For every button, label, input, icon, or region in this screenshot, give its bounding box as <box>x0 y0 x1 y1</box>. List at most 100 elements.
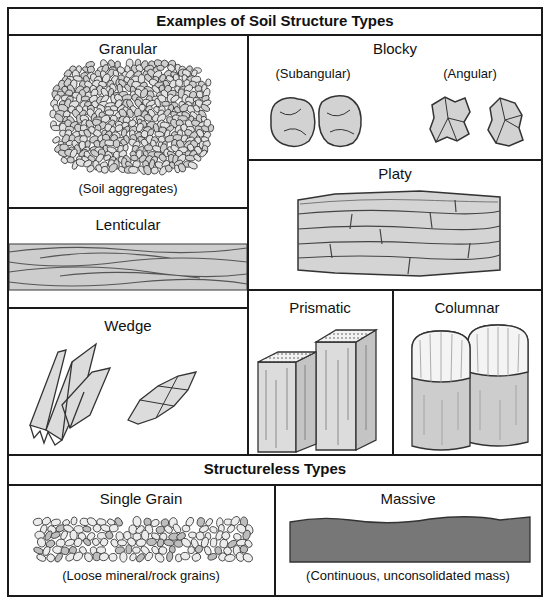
pebble <box>36 553 47 562</box>
plate-layers <box>298 210 500 259</box>
prism-front <box>258 362 296 452</box>
pebble <box>135 552 146 563</box>
plate-cracks <box>330 200 470 274</box>
structure-cell: Wedge <box>7 307 249 456</box>
heading-text: Single Grain <box>100 490 183 508</box>
prism-streaks <box>266 345 366 448</box>
pebble <box>45 552 56 563</box>
structure-cell: Single Grain (Loose mineral/rock grains) <box>7 484 276 597</box>
heading-text: Granular <box>99 40 157 58</box>
prism-front <box>316 342 356 450</box>
pebble <box>210 538 217 547</box>
column-body <box>468 325 528 446</box>
pebble <box>129 553 137 562</box>
pebble <box>187 546 194 554</box>
pebble <box>147 538 157 546</box>
pebble <box>108 553 117 562</box>
platy-stack <box>298 191 500 276</box>
lens-lines <box>9 247 247 286</box>
single-grains <box>33 515 255 564</box>
pebble <box>129 166 139 173</box>
pebble <box>91 537 100 547</box>
pebble <box>109 524 119 533</box>
pebble <box>208 124 215 132</box>
structure-cell: Massive(Continuous, unconsolidated mass) <box>274 484 543 597</box>
structure-cell: Platy <box>247 159 543 291</box>
caption-text: (Loose mineral/rock grains) <box>62 568 220 584</box>
pebble <box>180 552 190 561</box>
wedge-peds <box>30 344 196 445</box>
blocky-peds <box>271 96 523 147</box>
outer-frame <box>8 8 542 596</box>
pebble <box>172 523 182 534</box>
prismatic-peds <box>258 330 376 452</box>
pebble <box>224 554 235 562</box>
column-body <box>412 331 470 450</box>
pebble <box>209 526 218 534</box>
structure-cell: Columnar <box>392 289 543 456</box>
pebble <box>36 537 47 548</box>
heading-text: Lenticular <box>95 216 160 234</box>
pebble <box>132 546 141 554</box>
ped-texture <box>280 109 354 135</box>
column-streaks <box>477 327 519 440</box>
pebble <box>98 552 109 562</box>
pebble <box>130 155 138 161</box>
column-streaks <box>420 332 462 445</box>
heading-text: Blocky <box>373 40 417 58</box>
pebble <box>50 531 61 540</box>
angular-ped <box>488 98 523 146</box>
pebble <box>136 538 147 547</box>
pebble <box>191 552 202 563</box>
pebble <box>164 164 173 173</box>
plate-body <box>298 191 500 276</box>
pebble <box>70 516 77 525</box>
pebble <box>120 552 127 562</box>
pebble <box>156 538 165 548</box>
pebble <box>33 546 44 555</box>
pebble <box>242 552 254 564</box>
pebble <box>82 525 91 532</box>
pebble <box>126 545 132 554</box>
pebble <box>144 144 153 151</box>
pebble <box>150 166 159 174</box>
caption-text: (Continuous, unconsolidated mass) <box>306 568 510 584</box>
pebble <box>82 537 92 547</box>
heading-text: Columnar <box>434 299 499 317</box>
pebble <box>64 538 75 547</box>
pebble <box>192 153 202 162</box>
lens-band <box>9 244 247 290</box>
pebble <box>170 94 181 103</box>
wedge-facets <box>140 376 188 418</box>
pebble <box>86 164 96 173</box>
caption-text: (Angular) <box>443 66 496 82</box>
angular-ped <box>430 97 470 142</box>
pebble <box>182 525 190 532</box>
pebble <box>99 537 109 548</box>
prism-top <box>258 352 316 362</box>
granular-aggregates <box>50 59 215 177</box>
columnar-peds <box>412 325 528 450</box>
heading-text: Prismatic <box>289 299 351 317</box>
pebble <box>157 65 165 70</box>
shard-edges <box>30 362 84 445</box>
lenticular-lenses <box>9 244 247 290</box>
pebble <box>187 161 198 170</box>
heading-text: Platy <box>378 165 411 183</box>
ped-facets <box>436 97 522 143</box>
subangular-ped <box>319 96 361 147</box>
structure-cell: Prismatic <box>247 289 394 456</box>
wedge-shard <box>62 368 110 428</box>
caption-text: (Subangular) <box>275 66 350 82</box>
pebble <box>194 544 205 555</box>
section-band: Structureless Types <box>7 454 543 486</box>
pebble <box>177 162 186 173</box>
prism-side <box>296 352 316 452</box>
structure-cell: Granular(Soil aggregates) <box>7 34 249 209</box>
prism-top <box>316 330 376 342</box>
pebble <box>72 550 85 562</box>
heading-text: Wedge <box>104 317 151 335</box>
pebble <box>101 166 109 174</box>
section-heading: Structureless Types <box>204 460 346 478</box>
